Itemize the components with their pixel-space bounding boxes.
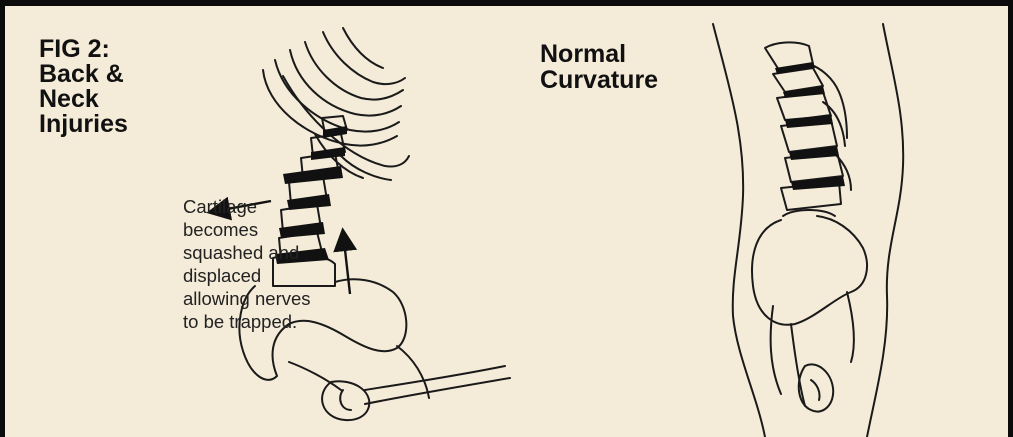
caption-line-2: becomes	[183, 218, 343, 241]
caption-line-4: displaced	[183, 264, 343, 287]
title-line-4: Injuries	[39, 112, 189, 137]
caption-line-5: allowing nerves	[183, 287, 343, 310]
normal-curvature-heading: Normal Curvature	[540, 41, 720, 93]
figure-title: FIG 2: Back & Neck Injuries	[39, 37, 189, 137]
title-line-3: Neck	[39, 87, 189, 112]
title-line-2: Back &	[39, 62, 189, 87]
caption-line-3: squashed and	[183, 241, 343, 264]
body-outline-front	[713, 24, 765, 437]
caption-line-1: Cartilage	[183, 195, 343, 218]
heading-line-1: Normal	[540, 41, 720, 67]
heading-line-2: Curvature	[540, 67, 720, 93]
title-line-1: FIG 2:	[39, 37, 189, 62]
arrow-up-icon	[343, 232, 350, 294]
normal-pelvis-icon	[752, 210, 867, 412]
caption-line-6: to be trapped.	[183, 310, 343, 333]
normal-spine-illustration	[713, 24, 903, 437]
body-outline-back	[867, 24, 903, 437]
injury-caption: Cartilage becomes squashed and displaced…	[183, 195, 343, 333]
